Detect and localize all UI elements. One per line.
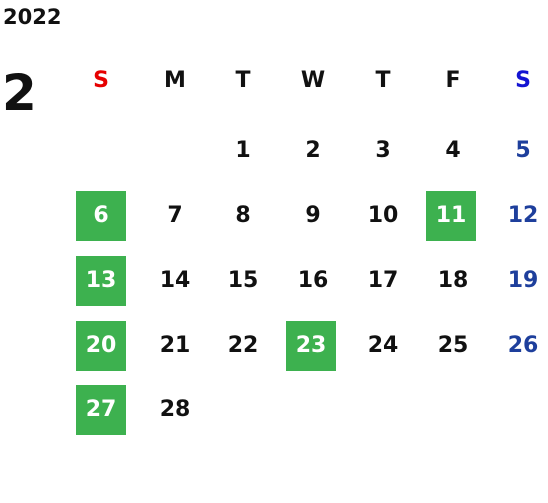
weekday-header-friday: F — [445, 68, 461, 93]
day-cell[interactable]: 16 — [297, 268, 329, 293]
day-cell-highlighted[interactable]: 20 — [76, 321, 126, 371]
day-cell-saturday[interactable]: 12 — [507, 203, 539, 228]
weekday-header-wednesday: W — [300, 68, 326, 93]
day-cell[interactable]: 3 — [375, 138, 391, 163]
day-cell-saturday[interactable]: 5 — [515, 138, 531, 163]
day-cell-highlighted[interactable]: 6 — [76, 191, 126, 241]
day-cell[interactable]: 15 — [227, 268, 259, 293]
day-cell[interactable]: 22 — [227, 333, 259, 358]
day-cell-highlighted[interactable]: 27 — [76, 385, 126, 435]
day-cell-highlighted[interactable]: 11 — [426, 191, 476, 241]
weekday-header-thursday: T — [375, 68, 391, 93]
weekday-header-monday: M — [164, 68, 186, 93]
day-cell-highlighted[interactable]: 13 — [76, 256, 126, 306]
month-label: 2 — [2, 64, 37, 122]
day-cell[interactable]: 1 — [235, 138, 251, 163]
day-cell-highlighted[interactable]: 23 — [286, 321, 336, 371]
day-cell[interactable]: 28 — [159, 397, 191, 422]
day-cell[interactable]: 7 — [167, 203, 183, 228]
day-cell[interactable]: 4 — [445, 138, 461, 163]
day-cell[interactable]: 18 — [437, 268, 469, 293]
day-cell[interactable]: 21 — [159, 333, 191, 358]
day-cell[interactable]: 24 — [367, 333, 399, 358]
year-label: 2022 — [3, 5, 62, 29]
day-cell[interactable]: 10 — [367, 203, 399, 228]
day-cell[interactable]: 17 — [367, 268, 399, 293]
weekday-header-sunday: S — [93, 68, 109, 93]
day-cell[interactable]: 14 — [159, 268, 191, 293]
day-cell[interactable]: 9 — [305, 203, 321, 228]
day-cell-saturday[interactable]: 19 — [507, 268, 539, 293]
weekday-header-tuesday: T — [235, 68, 251, 93]
weekday-header-saturday: S — [515, 68, 531, 93]
day-cell[interactable]: 2 — [305, 138, 321, 163]
day-cell-saturday[interactable]: 26 — [507, 333, 539, 358]
day-cell[interactable]: 25 — [437, 333, 469, 358]
day-cell[interactable]: 8 — [235, 203, 251, 228]
